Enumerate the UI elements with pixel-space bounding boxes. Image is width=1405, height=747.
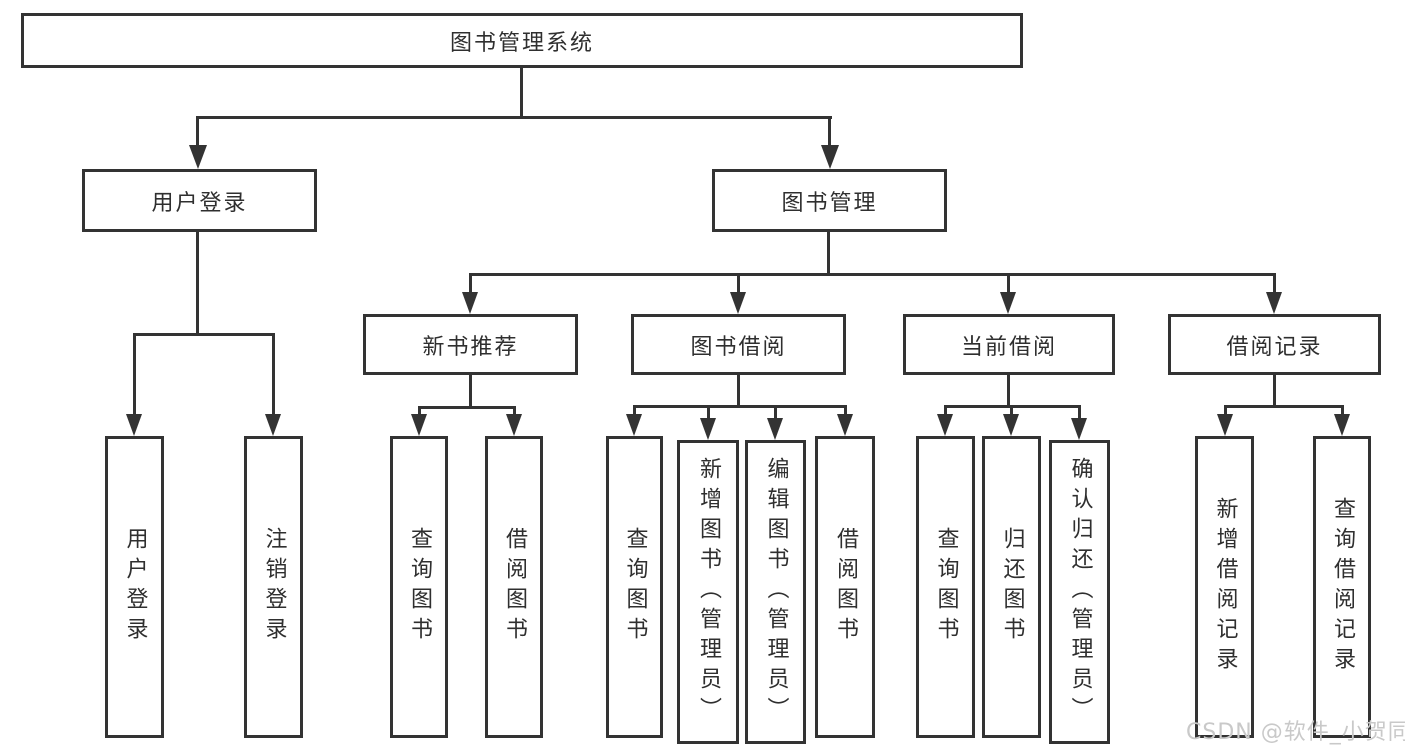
node-book-borrowing-label: 图书借阅 (690, 334, 787, 360)
arrowhead-down-icon (626, 414, 642, 436)
arrowhead-down-icon (1071, 418, 1087, 440)
connector-segment (944, 405, 947, 417)
arrowhead-down-icon (1003, 414, 1019, 436)
node-new-book-recommend: 新书推荐 (363, 314, 578, 375)
connector-segment (418, 406, 516, 409)
connector-segment (133, 333, 275, 336)
leaf-confirm-return-admin: 确认归还（管理员） (1049, 440, 1110, 744)
leaf-query-borrow-record-label: 查询借阅记录 (1330, 497, 1355, 677)
node-root-label: 图书管理系统 (449, 30, 594, 56)
connector-segment (418, 406, 421, 418)
node-user-login-label: 用户登录 (151, 190, 248, 216)
node-book-borrowing: 图书借阅 (631, 314, 846, 375)
connector-segment (1007, 375, 1010, 408)
node-current-borrowing-label: 当前借阅 (960, 334, 1057, 360)
connector-segment (1224, 405, 1344, 408)
node-borrowing-records: 借阅记录 (1168, 314, 1381, 375)
connector-segment (1273, 375, 1276, 408)
arrowhead-down-icon (837, 414, 853, 436)
connector-segment (737, 273, 740, 295)
leaf-newrec-borrow-books-label: 借阅图书 (502, 527, 527, 647)
arrowhead-down-icon (411, 414, 427, 436)
leaf-logout-login: 注销登录 (244, 436, 303, 738)
connector-segment (844, 405, 847, 417)
connector-segment (1078, 405, 1081, 419)
connector-segment (133, 333, 136, 417)
node-current-borrowing: 当前借阅 (903, 314, 1115, 375)
connector-segment (1224, 405, 1227, 417)
node-borrowing-records-label: 借阅记录 (1226, 334, 1323, 360)
connector-segment (1273, 273, 1276, 295)
connector-segment (469, 273, 472, 295)
leaf-current-query-books: 查询图书 (916, 436, 975, 738)
connector-segment (520, 68, 523, 119)
leaf-borrowing-borrow-books: 借阅图书 (815, 436, 875, 738)
connector-segment (469, 375, 472, 409)
leaf-query-borrow-record: 查询借阅记录 (1313, 436, 1371, 738)
leaf-return-books: 归还图书 (982, 436, 1041, 738)
connector-segment (828, 116, 831, 150)
arrowhead-down-icon (1334, 414, 1350, 436)
arrowhead-down-icon (937, 414, 953, 436)
connector-segment (1007, 273, 1010, 295)
arrowhead-down-icon (1266, 292, 1282, 314)
leaf-logout-login-label: 注销登录 (261, 527, 287, 647)
arrowhead-down-icon (462, 292, 478, 314)
connector-segment (196, 116, 199, 150)
connector-segment (196, 116, 832, 119)
connector-segment (272, 333, 275, 417)
arrowhead-down-icon (126, 414, 142, 436)
arrowhead-down-icon (1000, 292, 1016, 314)
arrowhead-down-icon (730, 292, 746, 314)
connector-segment (737, 375, 740, 408)
leaf-user-login-label: 用户登录 (122, 527, 148, 647)
leaf-add-books-admin-label: 新增图书（管理员） (696, 457, 721, 727)
connector-segment (1341, 405, 1344, 417)
leaf-newrec-query-books: 查询图书 (390, 436, 448, 738)
arrowhead-down-icon (506, 414, 522, 436)
arrowhead-down-icon (821, 145, 839, 169)
node-user-login: 用户登录 (82, 169, 317, 232)
connector-segment (774, 405, 777, 419)
leaf-current-query-books-label: 查询图书 (933, 527, 959, 647)
node-book-management-label: 图书管理 (781, 190, 878, 216)
leaf-borrowing-query-books-label: 查询图书 (622, 527, 648, 647)
node-root: 图书管理系统 (21, 13, 1023, 68)
leaf-borrowing-borrow-books-label: 借阅图书 (833, 527, 858, 647)
arrowhead-down-icon (1217, 414, 1233, 436)
arrowhead-down-icon (265, 414, 281, 436)
arrowhead-down-icon (767, 418, 783, 440)
connector-segment (196, 232, 199, 336)
connector-segment (827, 232, 830, 276)
leaf-borrowing-query-books: 查询图书 (606, 436, 663, 738)
arrowhead-down-icon (189, 145, 207, 169)
connector-segment (633, 405, 847, 408)
node-new-book-recommend-label: 新书推荐 (422, 334, 519, 360)
leaf-edit-books-admin-label: 编辑图书（管理员） (763, 457, 789, 727)
leaf-newrec-query-books-label: 查询图书 (407, 527, 432, 647)
csdn-watermark: CSDN @软件_小贺同学 (1186, 720, 1405, 745)
leaf-newrec-borrow-books: 借阅图书 (485, 436, 543, 738)
connector-segment (707, 405, 710, 419)
leaf-edit-books-admin: 编辑图书（管理员） (745, 440, 806, 744)
node-book-management: 图书管理 (712, 169, 947, 232)
leaf-add-borrow-record: 新增借阅记录 (1195, 436, 1254, 738)
arrowhead-down-icon (700, 418, 716, 440)
connector-segment (513, 406, 516, 418)
leaf-return-books-label: 归还图书 (999, 527, 1025, 647)
leaf-add-books-admin: 新增图书（管理员） (677, 440, 739, 744)
connector-segment (469, 273, 1276, 276)
leaf-confirm-return-admin-label: 确认归还（管理员） (1067, 457, 1093, 727)
connector-segment (633, 405, 636, 417)
leaf-add-borrow-record-label: 新增借阅记录 (1212, 497, 1238, 677)
connector-segment (1010, 405, 1013, 417)
leaf-user-login: 用户登录 (105, 436, 164, 738)
